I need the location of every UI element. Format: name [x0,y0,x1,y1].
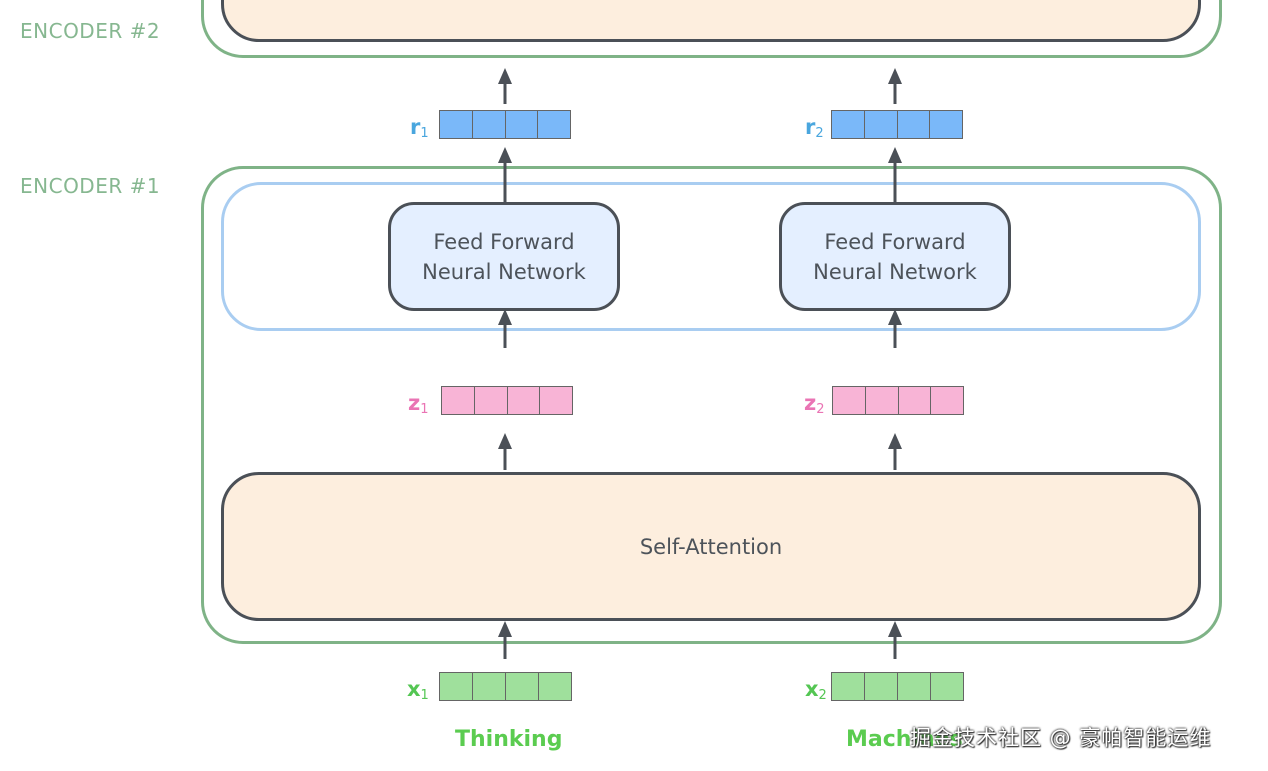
self-attention-label: Self-Attention [639,534,783,559]
arrow-r2-to-encoder2 [888,68,902,104]
arrow-z1-to-ffn-left [498,309,512,348]
ffn-left-line1: Feed Forward [433,229,575,254]
arrow-ffn-left-to-r1 [498,147,512,202]
ffn-right-line2: Neural Network [813,259,977,284]
x1-label: x1 [407,677,429,703]
z1-vector [441,386,573,415]
x2-label: x2 [805,677,827,703]
encoder-2-inner-layer [221,0,1201,42]
feed-forward-box-right: Feed Forward Neural Network [779,202,1011,311]
arrow-x1-to-attention [498,621,512,659]
watermark: 掘金技术社区 @ 豪帕智能运维 [910,726,1212,750]
ffn-right-line1: Feed Forward [824,229,966,254]
arrow-attention-to-z2 [888,433,902,470]
r2-label: r2 [805,115,824,141]
r1-vector [439,110,571,139]
x1-vector [439,672,572,701]
arrow-z2-to-ffn-right [888,309,902,348]
word-machines: Machines [846,727,963,752]
self-attention-box: Self-Attention [221,472,1201,621]
encoder-1-label: ENCODER #1 [20,174,161,198]
arrow-ffn-right-to-r2 [888,147,902,202]
feed-forward-box-left: Feed Forward Neural Network [388,202,620,311]
z1-label: z1 [408,391,429,417]
arrow-attention-to-z1 [498,433,512,470]
z2-vector [832,386,964,415]
arrow-r1-to-encoder2 [498,68,512,104]
feed-forward-region [221,182,1201,331]
r1-label: r1 [410,115,429,141]
word-thinking: Thinking [455,727,563,752]
arrow-x2-to-attention [888,621,902,659]
z2-label: z2 [804,391,825,417]
r2-vector [831,110,963,139]
ffn-left-line2: Neural Network [422,259,586,284]
x2-vector [831,672,964,701]
encoder-2-label: ENCODER #2 [20,19,161,43]
encoder-1-box [201,166,1222,644]
